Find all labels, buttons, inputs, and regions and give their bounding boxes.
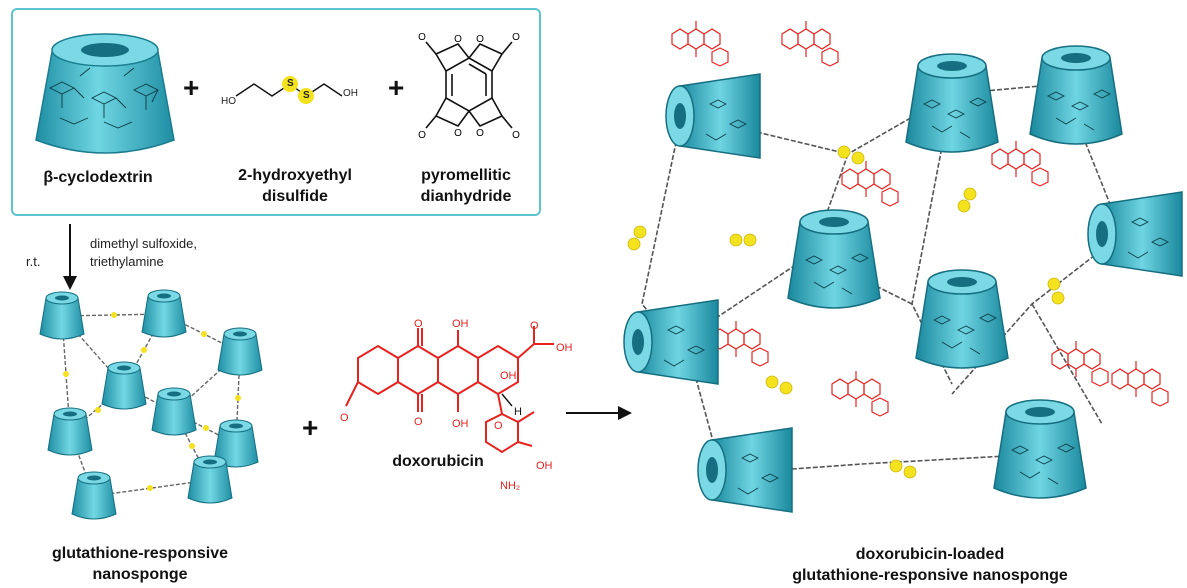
dox-atom-o-methoxy: O (340, 412, 349, 424)
nanosponge-label-line1: glutathione-responsive (51, 545, 229, 562)
svg-text:O: O (476, 128, 484, 139)
dianhydride-label-line1: pyromellitic (421, 167, 511, 184)
dox-atom-o-bottom: O (414, 416, 423, 428)
loaded-nanosponge-network (623, 20, 1183, 513)
svg-text:O: O (512, 130, 520, 141)
condition-solvent-line2: triethylamine (90, 254, 164, 269)
dox-atom-nh2: NH₂ (500, 480, 521, 492)
condition-solvent-line1: dimethyl sulfoxide, (90, 236, 197, 251)
reactants-box (11, 8, 541, 216)
condition-temperature: r.t. (26, 254, 41, 269)
loaded-nanosponge-label-line1: doxorubicin-loaded (855, 546, 1005, 563)
doxorubicin-structure (345, 326, 554, 454)
reaction-arrow-right (566, 406, 632, 420)
plus-sign-1: + (183, 72, 200, 103)
nanosponge-label-line2: nanosponge (92, 566, 188, 583)
dox-atom-oh-sugar: OH (536, 460, 553, 472)
disulfide-structure (235, 76, 343, 104)
dox-atom-h: H (514, 406, 522, 418)
loaded-nanosponge-label-line2: glutathione-responsive nanosponge (792, 567, 1068, 584)
reaction-arrow-down (63, 224, 77, 290)
svg-text:O: O (512, 32, 520, 43)
plus-sign-3: + (302, 412, 319, 443)
dox-atom-oh-ring: OH (500, 370, 517, 382)
dox-atom-o-glycoside: O (494, 420, 503, 432)
doxorubicin-label: doxorubicin (392, 453, 484, 470)
dox-atom-oh-side: OH (556, 342, 573, 354)
disulfide-sulfur-1: S (287, 78, 294, 89)
svg-text:O: O (454, 34, 462, 45)
dox-atom-o-ketone: O (530, 320, 539, 332)
svg-text:O: O (476, 34, 484, 45)
nanosponge-network (39, 289, 263, 520)
pyromellitic-dianhydride-structure: O O O O O O O O (418, 32, 520, 141)
disulfide-oh-right: OH (343, 88, 358, 99)
dox-atom-o-top: O (414, 318, 423, 330)
plus-sign-2: + (388, 72, 405, 103)
disulfide-sulfur-2: S (303, 90, 310, 101)
beta-cyclodextrin-label: β-cyclodextrin (43, 169, 153, 186)
beta-cyclodextrin-icon (35, 33, 175, 154)
disulfide-label-line1: 2-hydroxyethyl (238, 167, 352, 184)
svg-text:O: O (454, 128, 462, 139)
svg-text:O: O (418, 130, 426, 141)
dox-atom-oh-top: OH (452, 318, 469, 330)
svg-text:O: O (418, 32, 426, 43)
disulfide-oh-left: HO (221, 96, 236, 107)
dianhydride-label-line2: dianhydride (420, 188, 512, 205)
dox-atom-oh-bottom: OH (452, 418, 469, 430)
disulfide-label-line2: disulfide (262, 188, 328, 205)
